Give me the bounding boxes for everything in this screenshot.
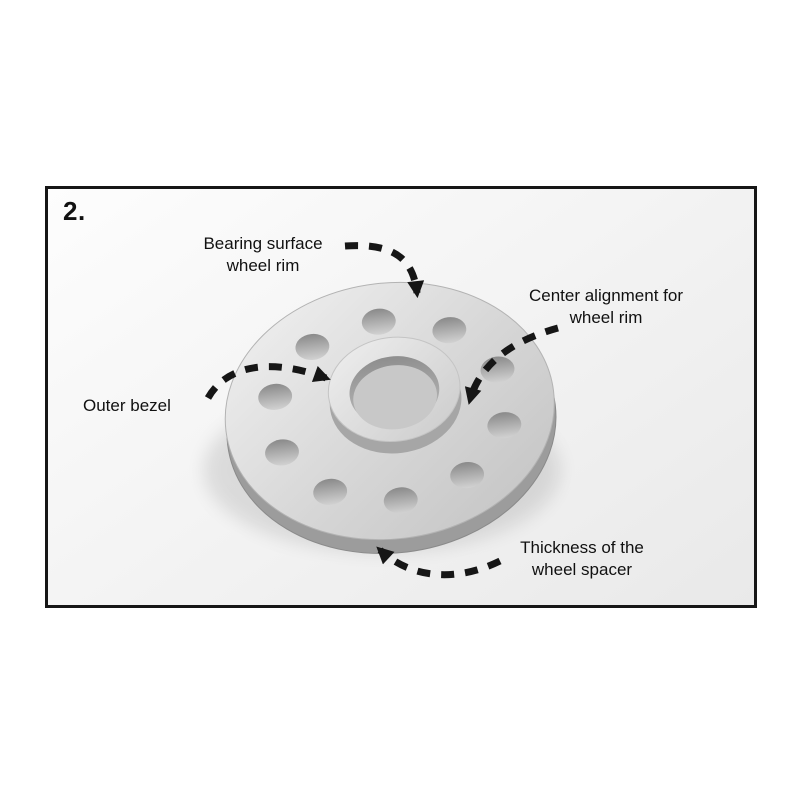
- center-bore-opening: [353, 365, 437, 430]
- label-outer-bezel: Outer bezel: [83, 395, 208, 417]
- bolt-hole: [383, 487, 418, 514]
- wheel-spacer-illustration: [224, 281, 557, 555]
- label-center-alignment-line1: Center alignment for: [528, 286, 684, 305]
- bolt-hole: [450, 461, 485, 489]
- bolt-hole: [313, 478, 348, 505]
- label-bearing-surface-line2: wheel rim: [226, 256, 300, 275]
- label-thickness-line1: Thickness of the: [520, 538, 644, 557]
- arrow-thickness: [376, 546, 502, 579]
- label-bearing-surface-line1: Bearing surface: [203, 234, 323, 253]
- bolt-hole: [258, 383, 293, 410]
- label-bearing-surface: Bearing surface wheel rim: [186, 233, 340, 277]
- arrow-outer-bezel: [204, 363, 331, 400]
- label-center-alignment-line2: wheel rim: [569, 308, 643, 327]
- step-number: 2.: [63, 196, 86, 226]
- bolt-hole: [265, 439, 299, 466]
- label-thickness: Thickness of the wheel spacer: [501, 537, 663, 581]
- arrow-center-alignment: [464, 324, 559, 405]
- bolt-hole: [295, 333, 330, 361]
- label-thickness-line2: wheel spacer: [531, 560, 633, 579]
- bolt-hole: [487, 412, 522, 439]
- label-outer-bezel-line1: Outer bezel: [83, 396, 171, 415]
- bolt-hole: [432, 317, 467, 344]
- label-center-alignment: Center alignment for wheel rim: [510, 285, 702, 329]
- arrow-bearing-surface: [344, 242, 425, 299]
- bolt-hole: [361, 308, 396, 335]
